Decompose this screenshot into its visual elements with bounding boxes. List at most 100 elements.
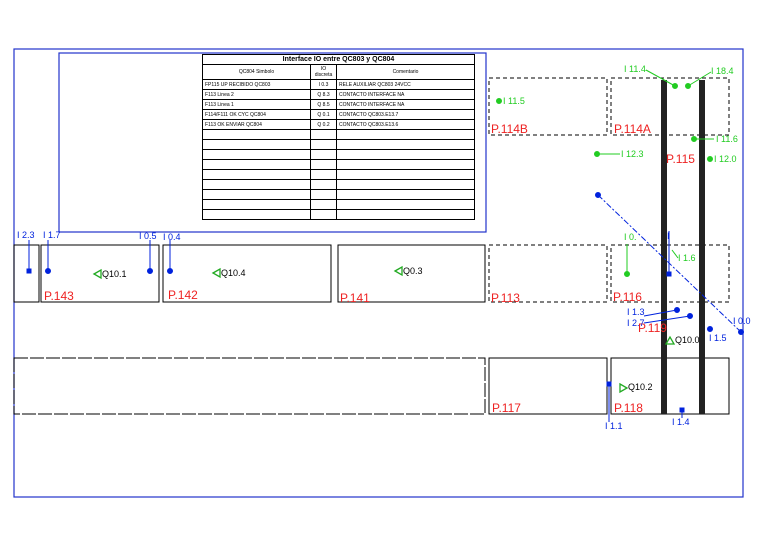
panel-label-p113: P.113 — [491, 291, 520, 305]
io-interface-table: Interface IO entre QC803 y QC804 QC804 S… — [202, 54, 475, 220]
io-label-i1-1: I 1.1 — [605, 421, 623, 431]
table-cell-comment — [336, 159, 475, 170]
sensor-i11-4-dot — [672, 83, 678, 89]
io-label-i1: I — [667, 231, 670, 241]
sensor-i11-4-line — [645, 69, 676, 87]
table-cell-io: Q 8.3 — [310, 89, 337, 100]
table-row — [202, 199, 475, 210]
table-cell-symbol — [202, 149, 311, 160]
table-cell-symbol: FP115 UP RECIBIDO QC803 — [202, 79, 311, 90]
plc-i2-3-dot — [26, 268, 32, 274]
panel-p143 — [40, 244, 160, 303]
table-cell-io: Q 0.1 — [310, 109, 337, 120]
sensor-i0x-dot — [624, 271, 630, 277]
table-header-comment: Comentario — [336, 64, 475, 80]
plc-i0-4-dot — [167, 268, 173, 274]
table-header-io: IO discreta — [310, 64, 337, 80]
plc-i1-3-line — [643, 309, 678, 317]
panel-p141 — [337, 244, 486, 303]
table-cell-comment — [336, 199, 475, 210]
panel-edge-left — [13, 244, 40, 303]
plc-i1-7-dot — [45, 268, 51, 274]
table-cell-comment — [336, 179, 475, 190]
table-cell-symbol — [202, 159, 311, 170]
panel-p114b — [488, 77, 608, 136]
conveyor-belt-right — [699, 80, 705, 414]
table-cell-io — [310, 129, 337, 140]
sensor-i18-4-dot — [685, 83, 691, 89]
table-cell-comment: CONTACTO QC803.E13.7 — [336, 109, 475, 120]
io-label-i1-5: I 1.5 — [709, 333, 727, 343]
sensor-i18-4-line — [687, 71, 712, 87]
panel-label-p115: P.115 — [666, 152, 695, 166]
plc-i1-dot — [666, 271, 672, 277]
table-cell-io: Q 8.5 — [310, 99, 337, 110]
table-cell-io — [310, 139, 337, 150]
panel-label-p143: P.143 — [44, 289, 74, 303]
io-label-i11-4: I 11.4 — [624, 64, 646, 74]
table-frame — [58, 52, 487, 233]
table-row — [202, 149, 475, 160]
table-cell-symbol: F113 Linea 2 — [202, 89, 311, 100]
conveyor-belt-left — [661, 80, 667, 414]
table-cell-io — [310, 199, 337, 210]
table-cell-io — [310, 149, 337, 160]
panel-long — [13, 357, 486, 415]
table-cell-io — [310, 159, 337, 170]
motor-q10-4-label: Q10.4 — [221, 268, 246, 278]
panel-label-p116: P.116 — [613, 290, 642, 304]
io-label-i18-4: I 18.4 — [711, 66, 734, 76]
plc-i2-7-dot — [687, 313, 693, 319]
motor-q10-2-label: Q10.2 — [628, 382, 653, 392]
table-cell-comment: CONTACTO INTERFACE NA — [336, 99, 475, 110]
table-cell-symbol — [202, 209, 311, 220]
table-cell-io — [310, 209, 337, 220]
io-label-i0x: I 0. — [624, 232, 637, 242]
io-label-i0-5: I 0.5 — [139, 231, 157, 241]
sensor-i12-3-dot — [594, 151, 600, 157]
plc-i1-3-dot — [674, 307, 680, 313]
table-cell-symbol — [202, 139, 311, 150]
io-label-i1-3: I 1.3 — [627, 307, 645, 317]
plc-i0-5-dot — [147, 268, 153, 274]
table-row — [202, 139, 475, 150]
table-cell-comment — [336, 209, 475, 220]
io-label-i0-0: I 0.0 — [733, 316, 751, 326]
io-label-i1-7: I 1.7 — [43, 230, 61, 240]
panel-label-p117: P.117 — [492, 401, 521, 415]
panel-p113 — [488, 244, 608, 303]
sensor-i11-6-dot — [691, 136, 697, 142]
table-row — [202, 169, 475, 180]
panel-p116 — [610, 244, 730, 303]
table-cell-comment — [336, 169, 475, 180]
io-label-i1-6: I 1.6 — [678, 253, 696, 263]
motor-q0-3-icon — [393, 265, 403, 277]
table-cell-comment — [336, 129, 475, 140]
table-cell-comment — [336, 139, 475, 150]
table-cell-comment — [336, 189, 475, 200]
table-cell-symbol — [202, 179, 311, 190]
plc-i1-4-dot — [679, 407, 685, 413]
plc-i0-0-start-dot — [595, 192, 601, 198]
sensor-i12-0-dot — [707, 156, 713, 162]
panel-label-p142: P.142 — [168, 288, 198, 302]
motor-q10-0-label: Q10.0 — [675, 335, 700, 345]
motor-q10-1-label: Q10.1 — [102, 269, 127, 279]
io-label-i12-3: I 12.3 — [621, 149, 644, 159]
io-label-i12-0: I 12.0 — [714, 154, 737, 164]
motor-q10-1-icon — [92, 268, 102, 280]
plc-i0-0-end-dot — [738, 329, 744, 335]
table-row — [202, 129, 475, 140]
io-label-i2-3: I 2.3 — [17, 230, 35, 240]
panel-label-p141: P.141 — [340, 291, 370, 305]
table-cell-symbol — [202, 169, 311, 180]
table-cell-comment: CONTACTO INTERFACE NA — [336, 89, 475, 100]
plc-i2-7-line — [643, 315, 691, 324]
table-cell-comment — [336, 149, 475, 160]
table-row — [202, 179, 475, 190]
table-cell-symbol — [202, 199, 311, 210]
